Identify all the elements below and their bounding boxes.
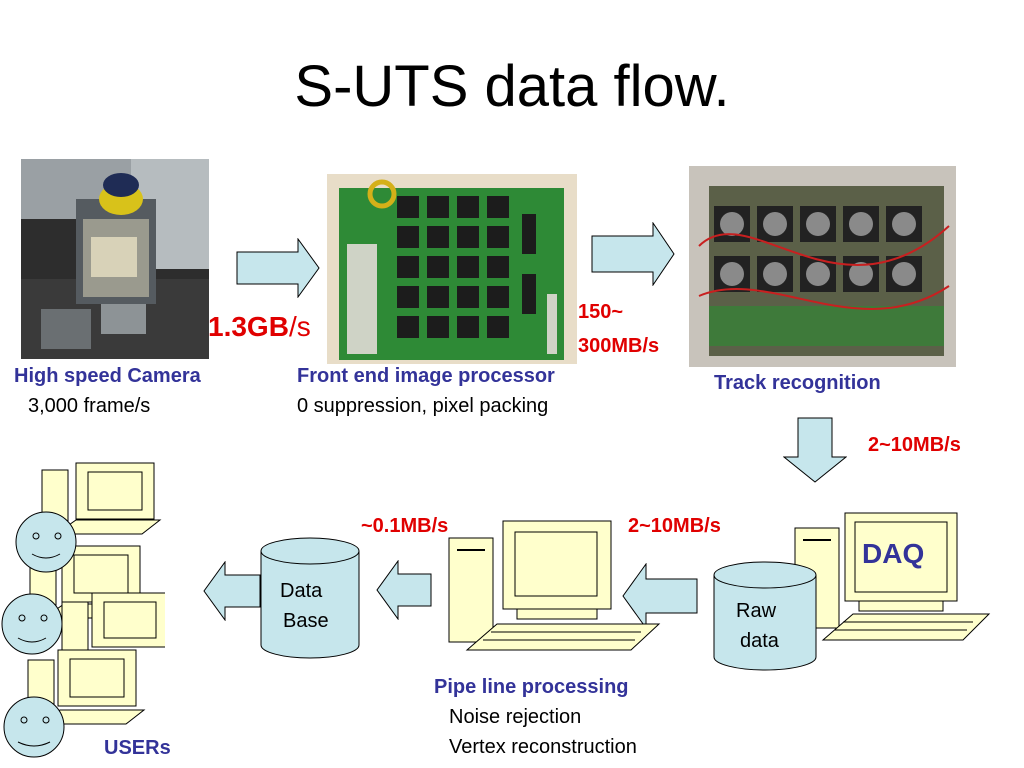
camera-label: High speed Camera bbox=[14, 365, 201, 387]
arrow-pipeline-to-database bbox=[376, 560, 432, 620]
arrow-fep-to-track bbox=[591, 222, 675, 286]
arrow-daq-to-pipeline bbox=[622, 563, 698, 629]
pipeline-computer-icon bbox=[448, 520, 661, 651]
daq-computer-icon bbox=[794, 512, 991, 641]
arrow-track-to-daq bbox=[783, 417, 847, 483]
pipeline-rate: ~0.1MB/s bbox=[361, 515, 449, 537]
track-label: Track recognition bbox=[714, 372, 881, 394]
users-group-icon bbox=[1, 462, 165, 758]
camera-photo bbox=[21, 159, 209, 359]
page-title: S-UTS data flow. bbox=[294, 54, 730, 119]
pipeline-detail-1: Noise rejection bbox=[449, 706, 582, 728]
users-label: USERs bbox=[104, 737, 171, 759]
daq-label: DAQ bbox=[862, 538, 925, 569]
camera-rate-value: 1.3GB bbox=[208, 311, 289, 342]
arrow-camera-to-fep bbox=[236, 238, 320, 298]
raw-data-line2: data bbox=[740, 630, 779, 652]
database-line1: Data bbox=[280, 580, 323, 602]
raw-data-line1: Raw bbox=[736, 600, 777, 622]
fep-board-photo bbox=[327, 174, 577, 364]
fep-detail: 0 suppression, pixel packing bbox=[297, 395, 549, 417]
track-rate: 2~10MB/s bbox=[868, 434, 961, 456]
track-boards-photo bbox=[689, 166, 956, 367]
fep-rate-line1: 150~ bbox=[578, 301, 624, 323]
fep-label: Front end image processor bbox=[297, 365, 555, 387]
database-line2: Base bbox=[283, 610, 329, 632]
database-cylinder-icon bbox=[260, 537, 360, 659]
camera-detail: 3,000 frame/s bbox=[28, 395, 151, 417]
raw-data-cylinder-icon bbox=[713, 561, 817, 671]
camera-rate: 1.3GB/s bbox=[208, 311, 311, 343]
daq-rate: 2~10MB/s bbox=[628, 515, 721, 537]
arrow-database-to-users bbox=[203, 561, 261, 621]
fep-rate-line2: 300MB/s bbox=[578, 335, 660, 357]
pipeline-detail-2: Vertex reconstruction bbox=[449, 736, 637, 758]
pipeline-label: Pipe line processing bbox=[434, 676, 629, 698]
camera-rate-unit: /s bbox=[288, 311, 311, 342]
